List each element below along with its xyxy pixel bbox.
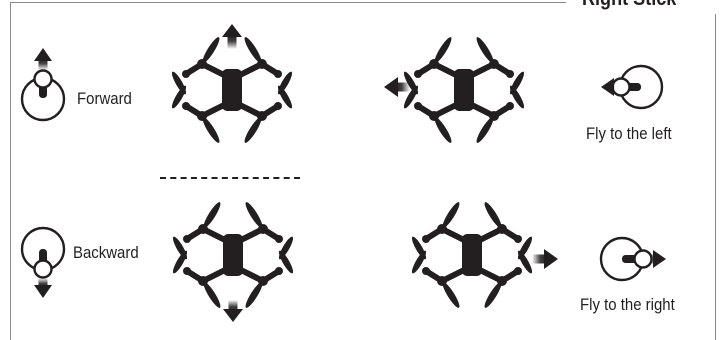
joystick-icon-right — [601, 238, 666, 280]
drone-icon-backward — [171, 200, 296, 309]
drone-icon-left — [402, 35, 527, 144]
label-forward: Forward — [77, 89, 132, 109]
joystick-icon-forward — [22, 48, 64, 120]
joystick-icon-left — [601, 66, 662, 108]
section-divider — [160, 177, 300, 179]
arrow-icon-drone-right — [532, 249, 558, 269]
arrow-icon-drone-forward — [222, 24, 242, 49]
label-fly-right: Fly to the right — [580, 295, 675, 315]
joystick-icon-backward — [22, 228, 64, 298]
label-fly-left: Fly to the left — [586, 124, 672, 144]
drone-icon-right — [410, 200, 535, 309]
drone-icon-forward — [170, 35, 295, 144]
label-backward: Backward — [73, 243, 139, 263]
arrow-icon-drone-backward — [223, 300, 243, 322]
